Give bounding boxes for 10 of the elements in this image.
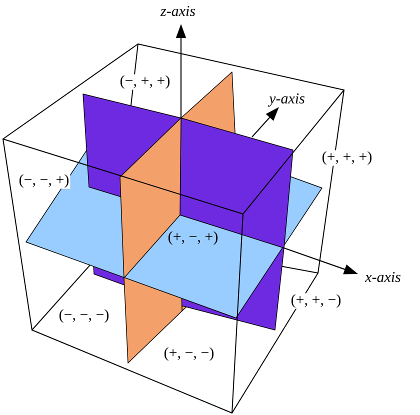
octant-label: (+, −, −) — [164, 347, 214, 361]
octant-label: (−, −, −) — [59, 309, 109, 323]
octant-label: (−, +, +) — [118, 74, 172, 90]
axis-label: y-axis — [268, 93, 304, 107]
octant-label: (+, +, +) — [320, 150, 374, 166]
octant-label: (−, −, +) — [18, 173, 70, 189]
octant-label: (+, −, +) — [168, 231, 218, 245]
axis-label: z-axis — [160, 6, 196, 16]
octant-label: (+, +, −) — [290, 293, 342, 309]
axis-label: x-axis — [364, 272, 400, 282]
